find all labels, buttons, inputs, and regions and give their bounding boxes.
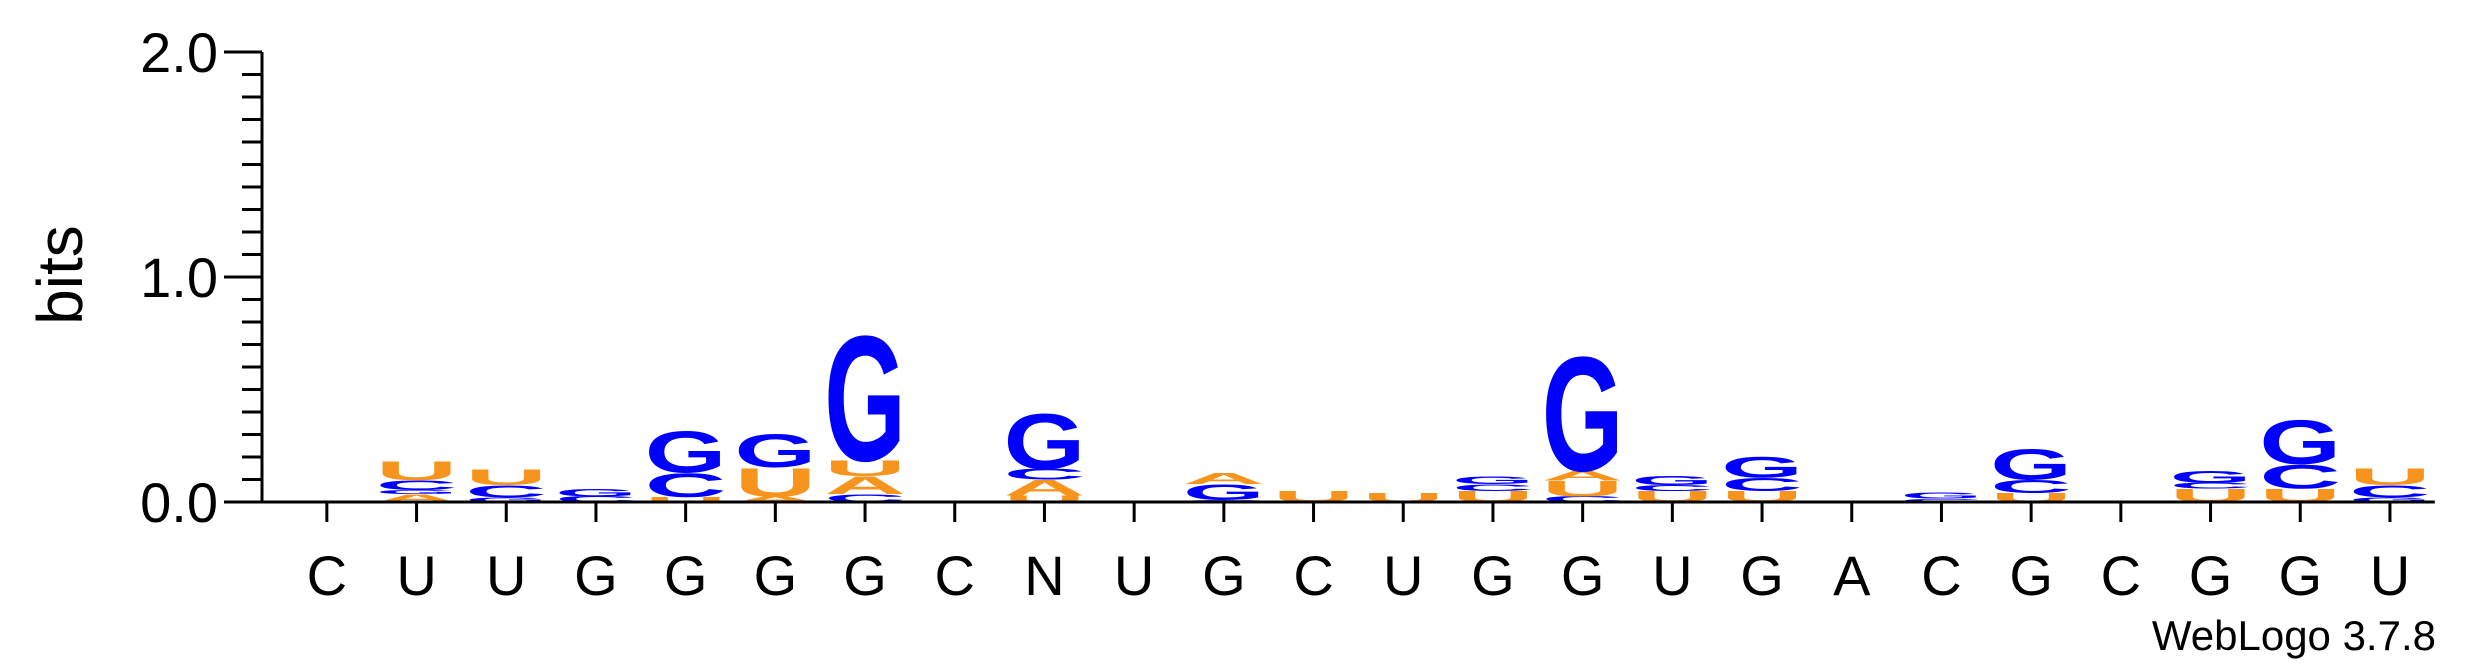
logo-letter-c: C (2259, 457, 2341, 496)
x-tick-label: G (1561, 544, 1605, 607)
logo-letter-c: C (555, 495, 637, 504)
x-tick-label: G (2009, 544, 2053, 607)
y-tick-label: 0.0 (140, 471, 218, 534)
logo-letter-g: G (2259, 408, 2341, 478)
logo-letter-a: A (1542, 468, 1624, 484)
logo-letter-c: C (376, 477, 458, 493)
x-tick-label: C (2101, 544, 2141, 607)
logo-letter-u: U (1004, 494, 1086, 505)
y-axis: 0.0 1.0 2.0 (140, 21, 264, 534)
logo-letter-g: G (1721, 451, 1803, 484)
logo-letter-g: G (824, 299, 906, 499)
logo-letter-g: G (735, 425, 817, 478)
logo-letter-u: U (376, 456, 458, 486)
logo-letter-u: U (465, 465, 547, 490)
logo-letter-c: C (1632, 484, 1714, 493)
logo-letter-u: U (1542, 477, 1624, 502)
x-tick-label: G (1202, 544, 1246, 607)
logo-letter-u: U (2349, 464, 2431, 490)
x-tick-label: G (664, 544, 708, 607)
x-tick-label: A (1833, 544, 1871, 607)
x-tick-label: U (486, 544, 526, 607)
y-tick-label: 1.0 (140, 246, 218, 309)
logo-letter-c: C (1901, 498, 1983, 503)
logo-letter-g: G (1901, 492, 1983, 501)
logo-letter-c: C (465, 482, 547, 501)
logo-letter-c: C (2170, 481, 2252, 490)
x-tick-label: G (843, 544, 887, 607)
x-tick-label: U (2370, 544, 2410, 607)
x-tick-label: N (1024, 544, 1064, 607)
logo-letter-a: A (735, 495, 817, 504)
logo-letter-u: U (735, 460, 817, 506)
logo-letter-g: G (1990, 440, 2072, 489)
x-tick-label: C (307, 544, 347, 607)
logo-letter-g: G (2170, 467, 2252, 486)
logo-letter-a: A (1183, 470, 1265, 488)
weblogo-credit: WebLogo 3.7.8 (2152, 612, 2436, 659)
x-tick-label: U (396, 544, 436, 607)
x-tick-label: G (1740, 544, 1784, 607)
x-tick-label: U (1652, 544, 1692, 607)
x-tick-label: C (935, 544, 975, 607)
logo-letter-c: C (1990, 476, 2072, 497)
logo-letter-g: G (376, 489, 458, 495)
logo-letter-c: C (1452, 482, 1534, 493)
x-tick-label: G (1471, 544, 1515, 607)
logo-letter-a: A (1004, 476, 1086, 501)
logo-letter-c: C (1542, 495, 1624, 504)
x-tick-label: C (1921, 544, 1961, 607)
logo-letter-g: G (555, 486, 637, 498)
logo-letter-c: C (1721, 474, 1803, 495)
logo-letter-c: C (645, 466, 727, 505)
y-tick-label: 2.0 (140, 21, 218, 84)
x-tick-label: U (1114, 544, 1154, 607)
x-tick-label: G (2278, 544, 2322, 607)
logo-letter-g: G (2349, 496, 2431, 503)
logo-letter-a: A (824, 472, 906, 500)
logo-letter-c: C (1004, 465, 1086, 483)
x-tick-label: C (1293, 544, 1333, 607)
x-tick-label: U (1383, 544, 1423, 607)
y-axis-label: bits (24, 225, 96, 325)
logo-letter-u: U (645, 496, 727, 504)
logo-letter-g: G (1632, 474, 1714, 488)
logo-letter-c: C (2349, 482, 2431, 501)
logo-stacks: AGCUGCUCGUCGAUGCAUGUACGCGAUUUCGCUAGUCGUC… (376, 299, 2431, 506)
logo-letter-g: G (645, 419, 727, 485)
logo-letter-g: G (465, 496, 547, 503)
x-tick-label: G (754, 544, 798, 607)
logo-letter-g: G (1452, 474, 1534, 486)
logo-letter-u: U (824, 456, 906, 481)
logo-letter-g: G (1542, 324, 1624, 506)
x-tick-label: G (574, 544, 618, 607)
logo-letter-g: G (1004, 397, 1086, 485)
x-tick-label: G (2189, 544, 2233, 607)
